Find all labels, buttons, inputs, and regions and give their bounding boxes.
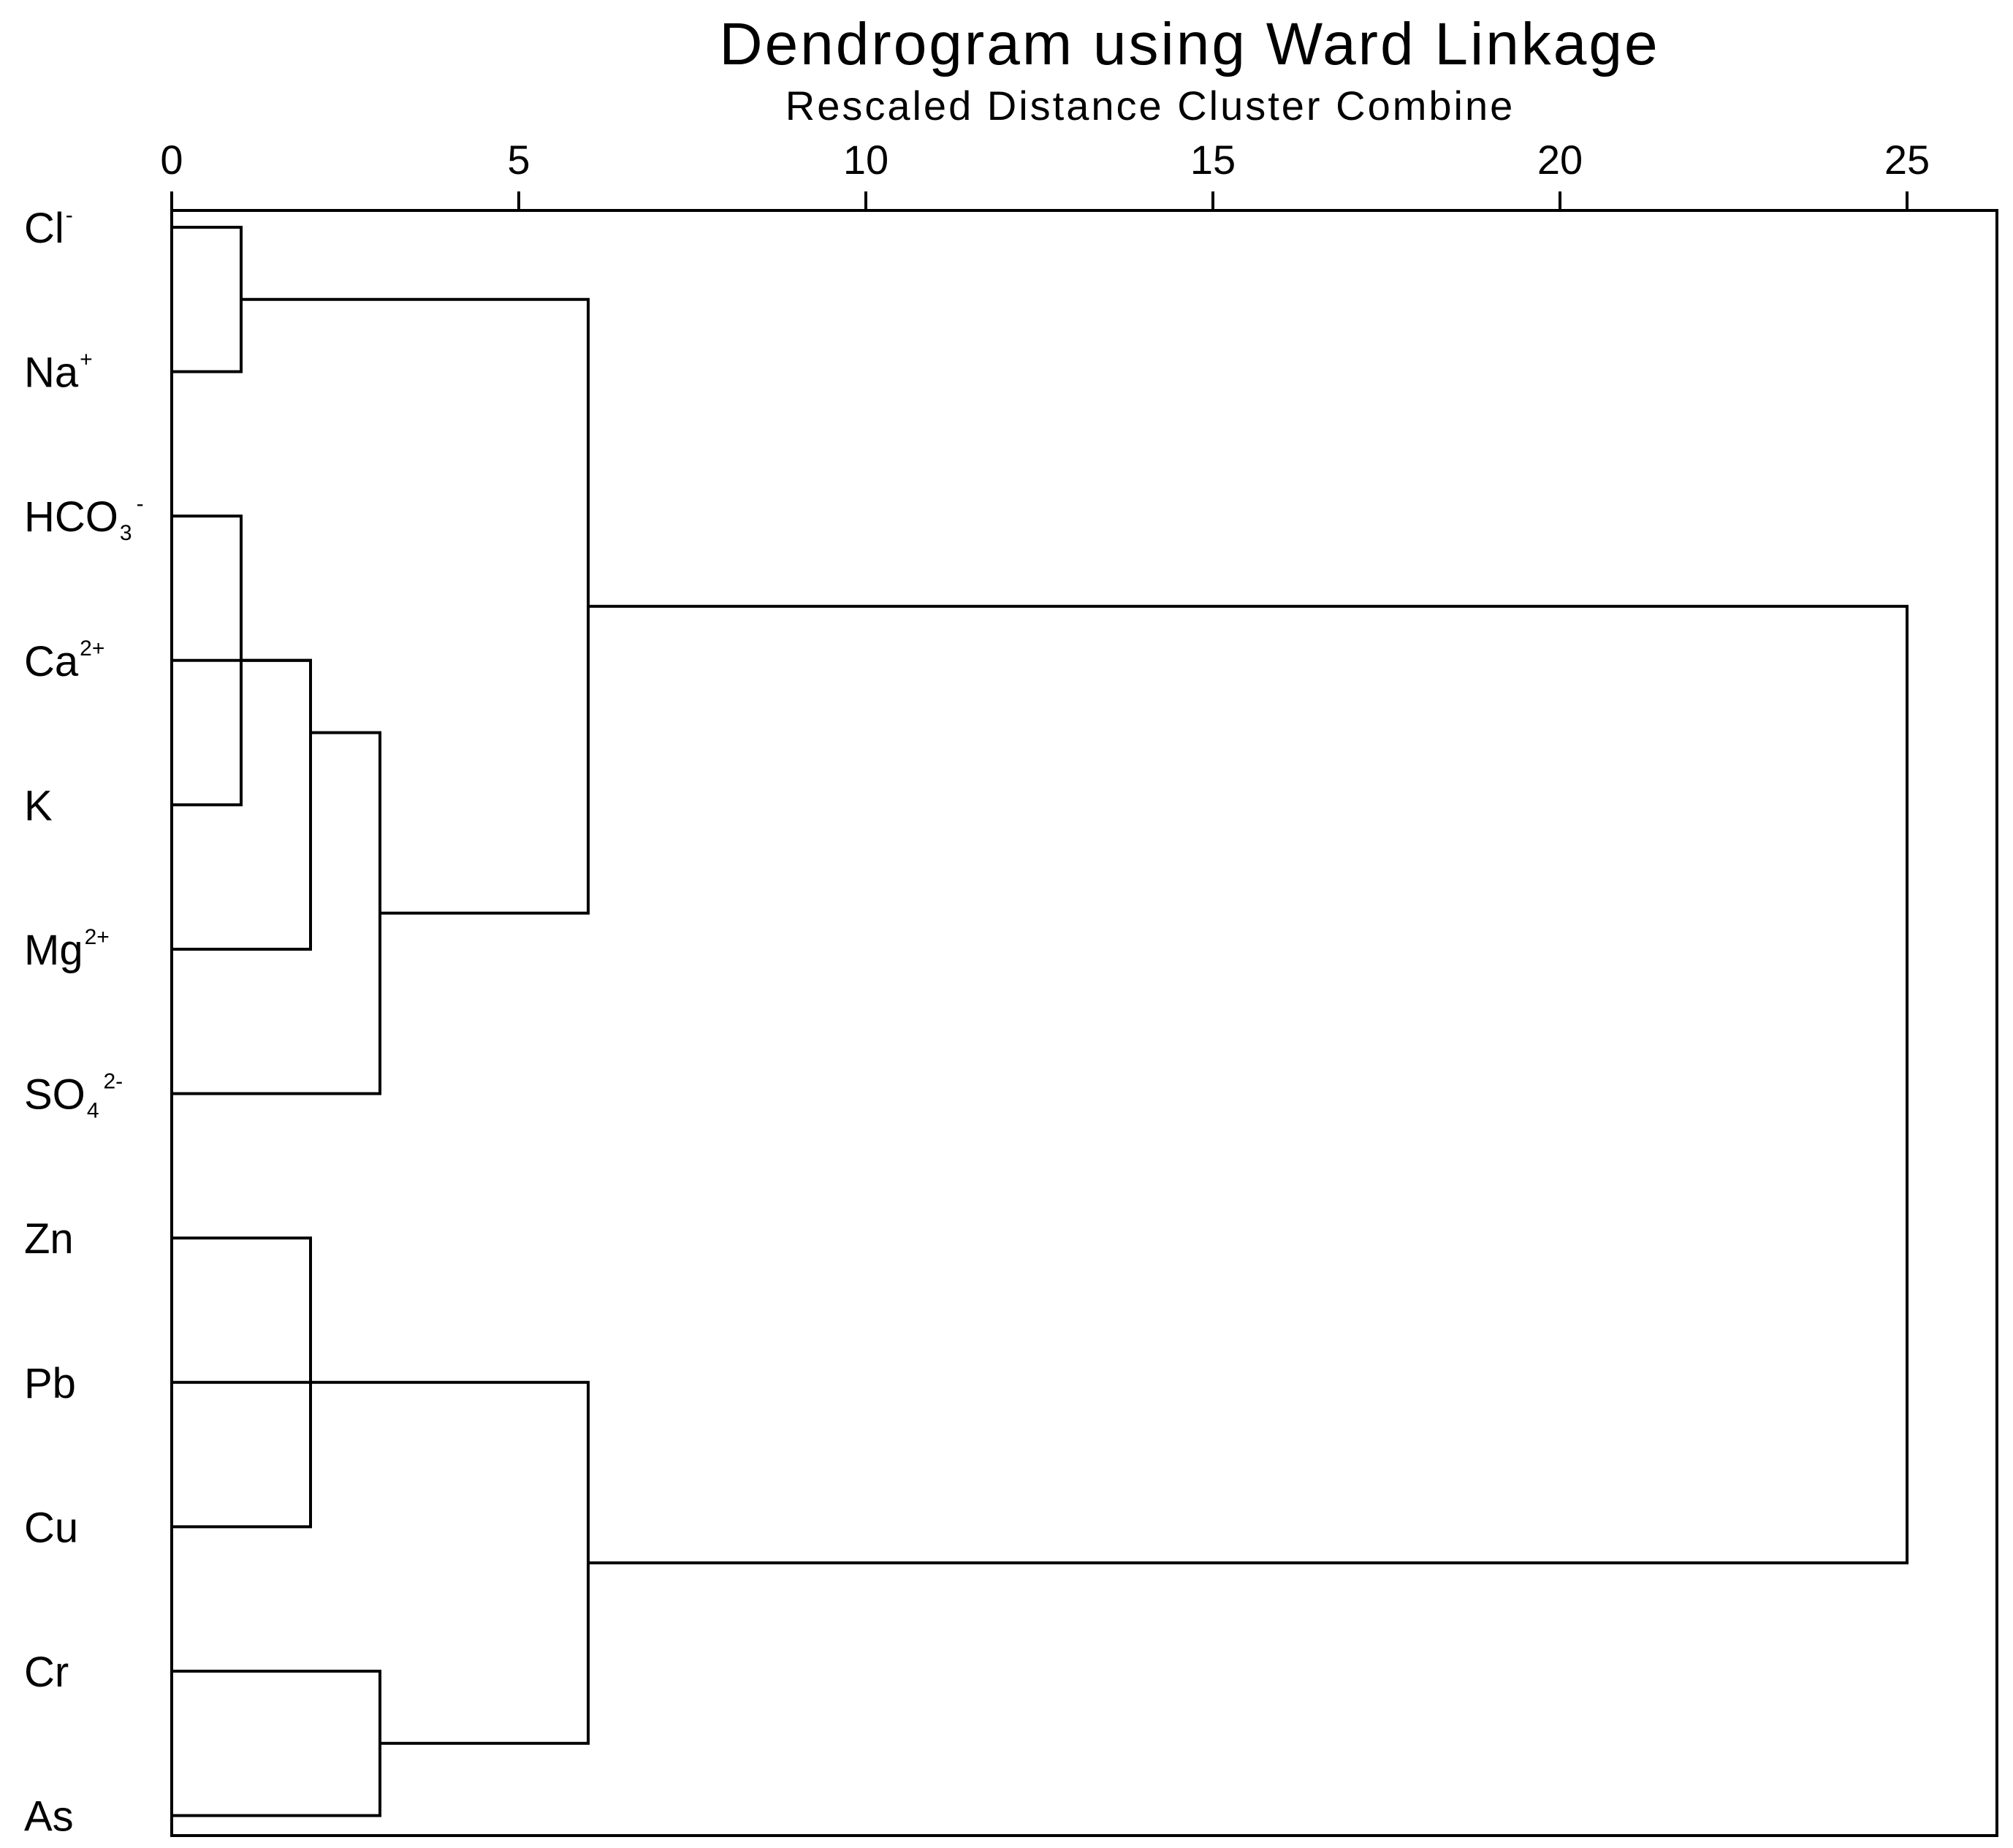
dendrogram-links — [172, 226, 1909, 1817]
leaf-label-base: Na — [24, 349, 79, 397]
leaf-label: K — [24, 782, 53, 829]
leaf-label-superscript: 2- — [104, 1070, 123, 1094]
merge-link — [588, 604, 1909, 1564]
leaf-label-base: Cr — [24, 1649, 69, 1696]
chart-subtitle: Rescaled Distance Cluster Combine — [785, 83, 1515, 129]
leaf-label-base: SO — [24, 1071, 85, 1119]
leaf-label-base: Cl — [24, 205, 64, 252]
leaf-label-subscript: 3 — [120, 521, 132, 545]
leaf-label-subscript: 4 — [87, 1099, 99, 1123]
x-tick-label: 10 — [843, 137, 888, 183]
x-tick-label: 0 — [160, 137, 183, 183]
leaf-label-superscript: 2+ — [85, 925, 110, 949]
leaf-label: Ca2+ — [24, 636, 104, 685]
leaf-label: Cr — [24, 1649, 69, 1696]
x-tick-label: 15 — [1190, 137, 1236, 183]
leaf-label-base: Mg — [24, 927, 83, 974]
leaf-label-superscript: 2+ — [80, 636, 104, 661]
leaf-label-base: Zn — [24, 1215, 74, 1263]
leaf-label: Mg2+ — [24, 925, 110, 974]
leaf-label-base: As — [24, 1793, 74, 1841]
leaf-label: Zn — [24, 1215, 74, 1263]
chart-title: Dendrogram using Ward Linkage — [719, 11, 1659, 77]
leaf-label-superscript: - — [66, 203, 73, 227]
x-tick-label: 25 — [1884, 137, 1930, 183]
merge-link — [172, 226, 243, 373]
plot-frame — [170, 209, 1998, 1837]
leaf-label-base: K — [24, 782, 53, 829]
merge-link — [241, 658, 312, 805]
x-tick-label: 5 — [507, 137, 530, 183]
x-tick-label: 20 — [1537, 137, 1583, 183]
merge-link — [241, 297, 590, 915]
x-axis-ticks: 0 5 10 15 20 25 — [160, 137, 1930, 210]
leaf-label-base: Pb — [24, 1360, 76, 1407]
leaf-label: Na+ — [24, 348, 93, 397]
leaf-label: Cu — [24, 1504, 78, 1551]
leaf-label-base: HCO — [24, 493, 118, 541]
leaf-label: Pb — [24, 1360, 76, 1407]
leaf-label-base: Cu — [24, 1504, 78, 1551]
leaf-label-superscript: - — [137, 492, 144, 516]
leaf-label: HCO3- — [24, 492, 144, 545]
leaf-label-superscript: + — [80, 348, 93, 372]
merge-link — [172, 731, 381, 1095]
merge-link — [172, 1670, 381, 1817]
leaf-label: Cl- — [24, 203, 73, 252]
leaf-label: As — [24, 1793, 74, 1841]
leaf-label-base: Ca — [24, 638, 79, 685]
leaf-label: SO42- — [24, 1070, 123, 1123]
